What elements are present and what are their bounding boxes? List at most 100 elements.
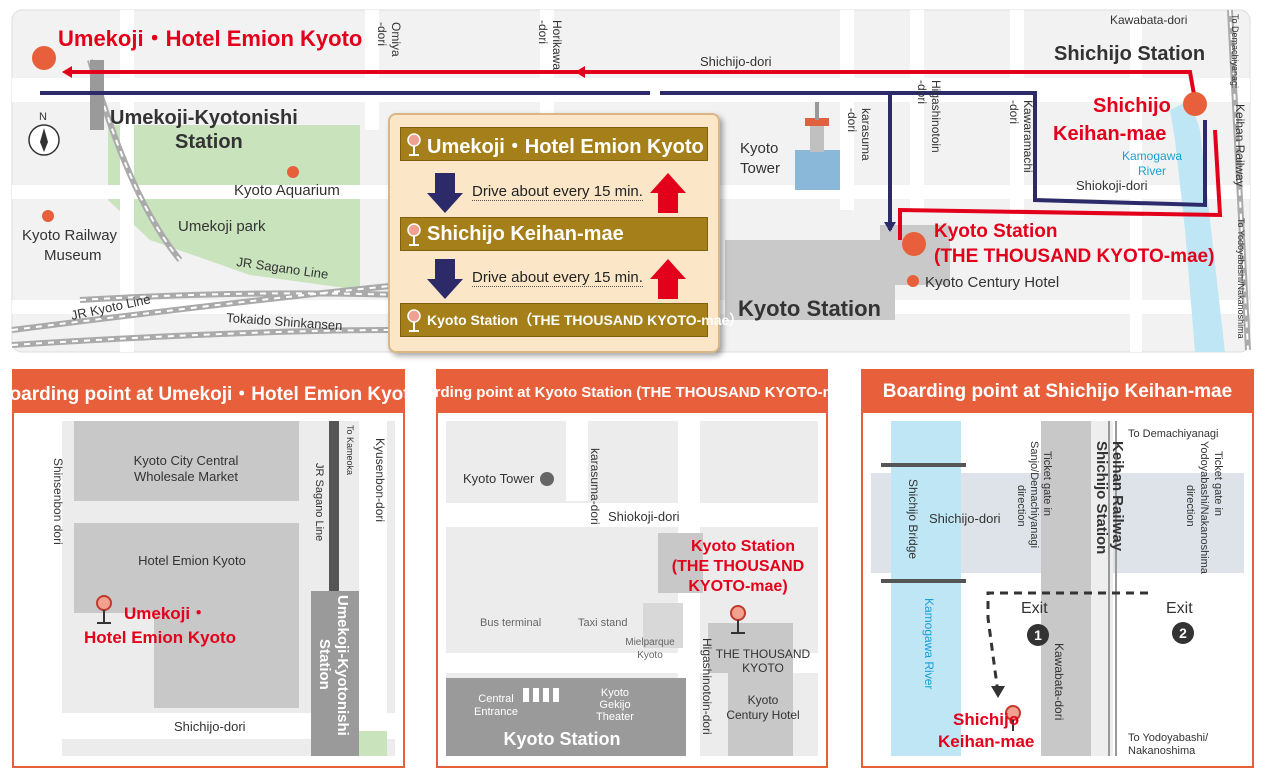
kyoto-station-area [725,240,895,320]
higashinotoin-label: Higashinotoin [929,80,943,153]
exit-2-icon: 2 [1172,622,1194,644]
bus-stop-icon [1005,705,1021,731]
exit-2-label: Exit [1166,600,1193,617]
higashinotoin-dori-label: -dori [915,80,929,104]
shiokoji-label: Shiokoji-dori [1076,178,1148,193]
up-arrow-icon [650,173,686,213]
up-arrow-icon [650,259,686,299]
horikawa-dori-label: -dori [536,20,550,44]
frequency-row: Drive about every 15 min. [400,257,708,301]
to-kameoka-label: To Kameoka [345,425,355,475]
to-demachiyanagi-label: To Demachiyanagi [1230,14,1240,88]
station-label-1: Umekoji-Kyotonishi [334,595,351,736]
panel-title: Boarding point at Kyoto Station (THE THO… [406,371,858,413]
gekijo-label-2: Gekijo [599,699,630,711]
kyoto-century-label: Kyoto Century Hotel [925,274,1059,291]
bus-stop-icon [401,217,427,251]
down-arrow-icon [427,173,463,213]
kyoto-tower-label: Kyoto Tower [463,471,535,486]
to-demachiyanagi-label: To Demachiyanagi [1128,428,1219,440]
karasuma-label: karasuma-dori [588,448,602,525]
kawabata-label: Kawabata-dori [1110,13,1187,27]
shichijo-dori-label: Shichijo-dori [700,54,772,69]
kyoto-tower-label-2: Tower [740,160,780,177]
route-red [65,70,1223,240]
market-label-2: Wholesale Market [134,469,238,484]
gate2-label: Ticket gate in [1212,451,1224,516]
stop-label-2: Keihan-mae [938,732,1034,751]
shichijo-station-label: Shichijo Station [1054,43,1205,65]
omiya-label: Omiya [389,22,403,57]
frequency-row: Drive about every 15 min. [400,171,708,215]
stop-label-1: Umekoji・ [124,604,207,623]
bus-stop-icon [401,303,427,337]
horikawa-label: Horikawa [550,20,564,70]
umekoji-park [108,125,360,290]
station-label: Kyoto Station [504,729,621,749]
stop-label-1: Kyoto Station [691,538,795,555]
route-navy [40,91,1207,230]
central-label-2: Entrance [474,706,518,718]
umekoji-stop-label: Umekoji・Hotel Emion Kyoto [58,26,362,51]
yodo-label-2: direction [1184,485,1196,527]
kamogawa-label-2: River [1138,164,1166,178]
shichijo-dori-label: Shichijo-dori [929,511,1001,526]
route-schedule-box: Umekoji・Hotel Emion Kyoto Drive about ev… [388,113,743,353]
shinsenbon-label: Shinsenbon dori [51,458,65,545]
exit-1-icon: 1 [1027,624,1049,646]
panel-title: Boarding point at Umekoji・Hotel Emion Ky… [0,371,421,413]
keihan-railway-label: Keihan Railway [1233,104,1247,187]
kyoto-aquarium-label: Kyoto Aquarium [234,182,340,199]
kyoto-station-stop-marker [902,232,926,256]
bus-stop-icon [401,127,427,161]
station-label-2: Shichijo Station [1093,441,1110,554]
kyusenbon-label: Kyusenbon-dori [373,438,387,522]
umekoji-kyotonishi-label-1: Umekoji-Kyotonishi [110,107,298,129]
jr-sagano-label: JR Sagano Line [313,463,325,541]
frequency-text: Drive about every 15 min. [472,269,643,287]
century-label-2: Century Hotel [726,708,799,722]
sanjo-label-1: Sanjo/Demachiyanagi [1028,441,1040,548]
to-yodo-label-2: Nakanoshima [1128,745,1196,757]
central-label-1: Central [478,693,513,705]
stop-label-2: (THE THOUSAND [672,558,804,575]
shiokoji-label: Shiokoji-dori [608,509,680,524]
bus-stop-icon [730,605,746,634]
karasuma-dori-label: -dori [845,108,859,132]
route-stop-label: Umekoji・Hotel Emion Kyoto [427,135,704,158]
umekoji-stop-marker [32,46,56,70]
kamogawa-label-1: Kamogawa [1122,149,1182,163]
gate1-label: Ticket gate in [1041,451,1053,516]
kyoto-station-label: Kyoto Station [738,296,881,321]
exit-1-number: 1 [1034,627,1042,643]
kawabata-label: Kawabata-dori [1052,643,1066,720]
route-stop-kyoto: Kyoto Station（THE THOUSAND KYOTO-mae） [400,303,743,337]
higashinotoin-label: Higashinotoin-dori [700,638,714,735]
to-yodoyabashi-label: To Yodoyabashi/Nakanoshima [1236,218,1246,339]
thousand-label-2: KYOTO [742,661,784,675]
north-label: N [39,111,47,123]
century-label-1: Kyoto [748,693,779,707]
stop-label-3: KYOTO-mae) [688,578,787,595]
shichijo-stop-label-2: Keihan-mae [1053,123,1166,145]
route-stop-shichijo: Shichijo Keihan-mae [400,217,708,251]
panel-umekoji: Boarding point at Umekoji・Hotel Emion Ky… [0,369,421,768]
hotel-label: Hotel Emion Kyoto [138,553,246,568]
stop-label-2: Hotel Emion Kyoto [84,628,236,647]
railway-museum-label-2: Museum [44,247,102,264]
mielparque-label-1: Mielparque [625,637,675,648]
station-label-1: Keihan Railway [1109,441,1126,552]
sanjo-label-2: direction [1015,485,1027,527]
umekoji-kyotonishi-label-2: Station [175,131,243,153]
panel-title: Boarding point at Shichijo Keihan-mae [863,371,1252,413]
bus-terminal-label: Bus terminal [480,617,541,629]
kamogawa-river [1170,100,1225,352]
thousand-label-1: THE THOUSAND [716,647,811,661]
compass-icon [28,124,60,156]
route-stop-label: Shichijo Keihan-mae [427,222,624,245]
taxi-stand-label: Taxi stand [578,617,628,629]
bus-stop-icon [96,595,112,624]
stop-label-1: Shichijo [953,710,1019,729]
kyoto-tower-label-1: Kyoto [740,140,778,157]
karasuma-label: karasuma [859,108,873,161]
